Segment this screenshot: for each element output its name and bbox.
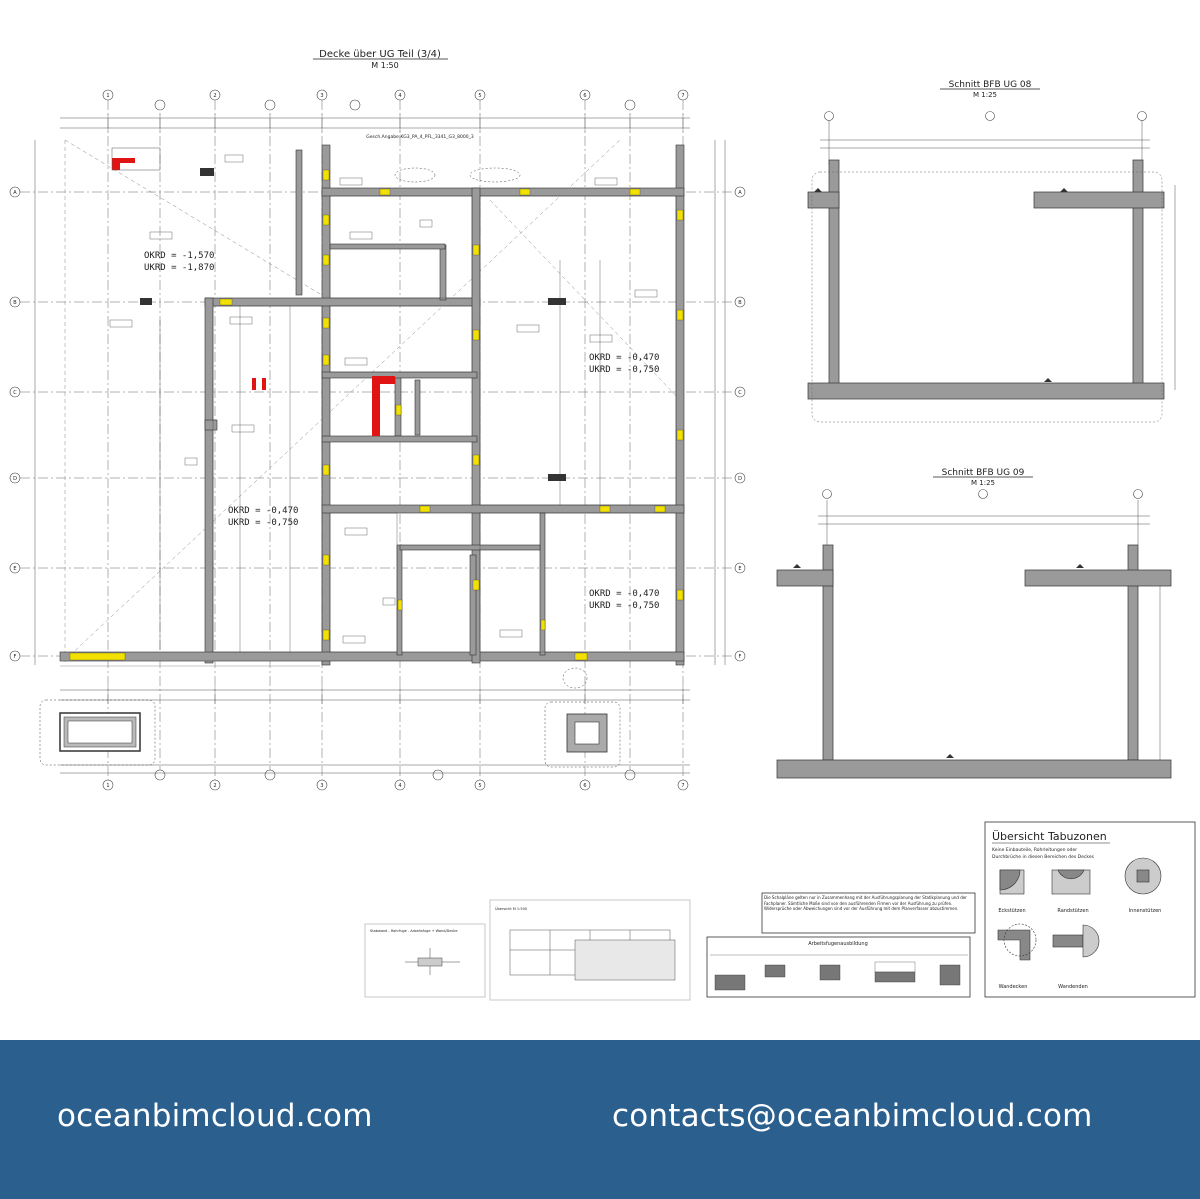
level-annotation-1: OKRD = -1,570 UKRD = -1,870	[144, 251, 214, 273]
grid-label-top: 4	[398, 783, 401, 789]
taboo-subtitle: Keine Einbauteile, Rohrleitungen oder	[992, 847, 1077, 853]
grid-label-top: 1	[106, 783, 109, 789]
technical-drawing: Decke über UG Teil (3/4) M 1:50 Gesch.An…	[9, 49, 1196, 1001]
grid-label-side: D	[738, 476, 742, 482]
section-08-cloud	[811, 171, 1163, 423]
section-08-dimensions	[820, 120, 1176, 390]
taboo-label-edge: Randstützen	[1057, 908, 1088, 914]
section-08: Schnitt BFB UG 08 M 1:25	[807, 80, 1176, 423]
footer-website-link[interactable]: oceanbimcloud.com	[57, 1098, 373, 1134]
level-okrd-3: OKRD = -0,470	[228, 506, 298, 516]
taboo-label-inner: Innenstützen	[1129, 908, 1162, 914]
section-08-markers	[814, 188, 1068, 382]
grid-label-side: A	[13, 190, 17, 196]
section-08-grid-bubbles	[824, 111, 1147, 121]
grid-label-side: B	[738, 300, 742, 306]
notes-block: Die Schalpläne gelten nur in Zusammenhan…	[761, 892, 976, 934]
grid-label-top: 4	[398, 93, 401, 99]
grid-bubbles-bottom	[102, 769, 689, 791]
details-title: Arbeitsfugenausbildung	[808, 941, 868, 947]
level-annotation-2: OKRD = -0,470 UKRD = -0,750	[589, 353, 659, 375]
grid-label-top: 6	[583, 783, 586, 789]
label-tags	[109, 154, 658, 644]
plan-reference: Gesch.Angabe:KG3_PA_4_PFL_3341_G3_8000_3	[366, 134, 474, 140]
legend-box	[111, 147, 161, 171]
grid-bubbles-side	[9, 186, 746, 662]
footer-banner: oceanbimcloud.com contacts@oceanbimcloud…	[0, 1040, 1200, 1199]
anchor-highlights	[69, 169, 684, 661]
plan-title: Decke über UG Teil (3/4)	[319, 49, 441, 60]
red-highlights	[112, 158, 395, 436]
grid-label-side: C	[738, 390, 742, 396]
mini-sheet-2-title: Übersicht M 1:500	[495, 906, 527, 911]
notes-text: Die Schalpläne gelten nur in Zusammenhan…	[764, 895, 967, 911]
grid-label-side: D	[13, 476, 17, 482]
dimension-chains	[34, 117, 726, 774]
section-09: Schnitt BFB UG 09 M 1:25	[776, 468, 1172, 779]
detail-box-left	[59, 712, 141, 752]
perimeter-hatch	[60, 660, 320, 667]
level-okrd-1: OKRD = -1,570	[144, 251, 214, 261]
mini-sheet-1: Stabwand - Rohrfuge - Arbeitsfuge + Wand…	[364, 923, 486, 998]
grid-label-top: 5	[478, 93, 481, 99]
grid-label-top: 3	[320, 783, 323, 789]
floor-plan: Decke über UG Teil (3/4) M 1:50 Gesch.An…	[9, 49, 746, 791]
section-09-concrete	[776, 544, 1172, 779]
taboo-label-wall-corner: Wandecken	[999, 984, 1028, 990]
level-okrd-4: OKRD = -0,470	[589, 589, 659, 599]
level-ukrd-4: UKRD = -0,750	[589, 601, 659, 611]
mini-sheet-1-title: Stabwand - Rohrfuge - Arbeitsfuge + Wand…	[370, 929, 457, 933]
drawing-sheet: Decke über UG Teil (3/4) M 1:50 Gesch.An…	[9, 49, 1196, 1001]
section-08-title: Schnitt BFB UG 08	[949, 80, 1032, 90]
section-09-grid-bubbles	[822, 489, 1143, 499]
plan-scale: M 1:50	[371, 61, 398, 70]
section-09-dimensions	[818, 500, 1161, 760]
details-strip: Arbeitsfugenausbildung	[706, 936, 971, 998]
grid-label-side: E	[13, 566, 16, 572]
taboo-zones: Übersicht Tabuzonen Keine Einbauteile, R…	[984, 821, 1196, 998]
level-ukrd-3: UKRD = -0,750	[228, 518, 298, 528]
grid-label-top: 5	[478, 783, 481, 789]
grid-label-top: 6	[583, 93, 586, 99]
grid-label-side: F	[739, 654, 742, 660]
detail-box-right	[566, 713, 608, 753]
grid-label-side: C	[13, 390, 17, 396]
mini-sheet-2: Übersicht M 1:500	[489, 899, 691, 1001]
grid-label-top: 7	[681, 93, 684, 99]
section-08-scale: M 1:25	[973, 91, 997, 99]
interior-lines	[159, 195, 677, 653]
grid-label-side: F	[14, 654, 17, 660]
dimension-ticks	[107, 114, 684, 704]
grid-label-side: A	[738, 190, 742, 196]
section-09-markers	[793, 564, 1084, 758]
construction-lines	[64, 139, 681, 665]
grid-bubbles-top	[102, 89, 689, 111]
taboo-title: Übersicht Tabuzonen	[992, 830, 1107, 843]
grid-label-top: 3	[320, 93, 323, 99]
taboo-subtitle-2: Durchbrüche in diesen Bereichen des Deck…	[992, 854, 1095, 860]
level-ukrd-2: UKRD = -0,750	[589, 365, 659, 375]
taboo-label-wall-end: Wandenden	[1058, 984, 1088, 990]
section-09-title: Schnitt BFB UG 09	[942, 468, 1025, 478]
level-okrd-2: OKRD = -0,470	[589, 353, 659, 363]
footer-email-link[interactable]: contacts@oceanbimcloud.com	[612, 1098, 1093, 1134]
grid-label-top: 2	[213, 783, 216, 789]
openings	[140, 168, 566, 481]
grid-label-top: 7	[681, 783, 684, 789]
section-09-scale: M 1:25	[971, 479, 995, 487]
grid-label-side: E	[738, 566, 741, 572]
level-annotation-3: OKRD = -0,470 UKRD = -0,750	[228, 506, 298, 528]
grid-label-top: 2	[213, 93, 216, 99]
level-annotation-4: OKRD = -0,470 UKRD = -0,750	[589, 589, 659, 611]
level-ukrd-1: UKRD = -1,870	[144, 263, 214, 273]
section-08-concrete	[807, 159, 1165, 400]
taboo-label-corner: Eckstützen	[998, 908, 1025, 914]
grid-label-top: 1	[106, 93, 109, 99]
grid-label-side: B	[13, 300, 17, 306]
revision-clouds	[39, 167, 621, 768]
